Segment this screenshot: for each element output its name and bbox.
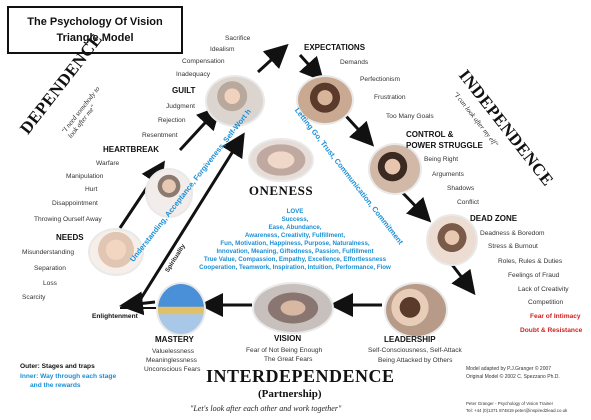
gift-line: Innovation, Meaning, Giftedness, Passion… — [216, 248, 374, 255]
interdependence-heading: INTERDEPENDENCE — [206, 366, 395, 386]
arrow-guilt-top — [256, 43, 289, 74]
needs-label: NEEDS — [56, 233, 84, 242]
needs-item: Scarcity — [22, 294, 46, 301]
dead-zone-red-item: Doubt & Resistance — [520, 327, 583, 334]
mastery-item: Unconscious Fears — [144, 366, 201, 373]
heartbreak-item: Manipulation — [66, 173, 104, 180]
control-item: Being Right — [424, 156, 459, 163]
guilt-item: Resentment — [142, 132, 178, 139]
expectations-item: Perfectionism — [360, 76, 400, 83]
dead-zone-item: Stress & Burnout — [488, 243, 538, 250]
oneness-photo — [248, 138, 314, 182]
gift-love: LOVE — [286, 208, 304, 215]
legend-inner-2: and the rewards — [30, 382, 81, 389]
guilt-item: Judgment — [166, 103, 195, 110]
mastery-item: Meaninglessness — [146, 357, 197, 364]
leadership-label: LEADERSHIP — [384, 335, 436, 344]
credit-original: Original Model © 2002 C. Spezzano Ph.D. — [466, 374, 560, 380]
gift-line: Ease, Abundance, — [268, 224, 322, 231]
trap-inadequacy: Inadequacy — [176, 71, 211, 78]
control-photo — [368, 143, 422, 195]
vision-photo — [252, 282, 334, 334]
legend-inner: Inner: Way through each stage — [20, 373, 117, 380]
arrow-expect-control — [343, 113, 375, 147]
arrow-mastery-enlight — [119, 291, 156, 316]
gift-line: Cooperation, Teamwork, Inspiration, Intu… — [199, 264, 391, 271]
needs-photo — [88, 228, 144, 276]
control-label: CONTROL & — [406, 130, 454, 139]
interdependence-quote: "Let's look after each other and work to… — [190, 404, 342, 413]
heartbreak-photo — [145, 168, 193, 218]
title-line1: The Psychology Of Vision — [27, 16, 163, 28]
leadership-photo — [384, 282, 448, 338]
arrow-heartbreak-guilt — [178, 105, 222, 152]
heartbreak-item: Warfare — [96, 160, 120, 167]
center-gifts: LOVE Success, Ease, Abundance, Awareness… — [180, 208, 410, 272]
mastery-item: Valuelessness — [152, 348, 195, 355]
trap-sacrifice: Sacrifice — [225, 35, 251, 42]
trap-idealism: Idealism — [210, 46, 235, 53]
trap-compensation: Compensation — [182, 58, 225, 65]
dead-zone-item: Deadness & Boredom — [480, 230, 545, 237]
control-item: Conflict — [457, 199, 479, 206]
leadership-item: Being Attacked by Others — [378, 357, 453, 364]
partnership-label: (Partnership) — [258, 388, 322, 400]
expectations-item: Too Many Goals — [386, 113, 434, 120]
vision-item: Fear of Not Being Enough — [246, 347, 323, 354]
enlightenment-label: Enlightenment — [92, 313, 138, 320]
vision-item: The Great Fears — [264, 356, 313, 363]
control-label: POWER STRUGGLE — [406, 141, 483, 150]
mastery-photo — [156, 282, 206, 336]
gift-line: Awareness, Creativity, Fulfillment, — [244, 232, 346, 239]
dead-zone-photo — [426, 214, 478, 266]
mastery-label: MASTERY — [155, 335, 194, 344]
footer-trainer: Peter Granger - Psychology of Vision Tra… — [466, 401, 554, 406]
guilt-item: Rejection — [158, 117, 186, 124]
heartbreak-item: Disappointment — [52, 200, 98, 207]
arrow-dead-leadership — [448, 261, 476, 296]
legend-outer: Outer: Stages and traps — [20, 363, 95, 370]
expectations-item: Demands — [340, 59, 369, 66]
dead-zone-item: Lack of Creativity — [518, 286, 569, 293]
heartbreak-item: Hurt — [85, 186, 98, 193]
footer-contact: Tel: +44 (0)1371 874819 peter@inspired2l… — [466, 408, 568, 413]
guilt-photo — [205, 75, 265, 127]
control-item: Shadows — [447, 185, 475, 192]
arrow-control-dead — [398, 188, 432, 223]
leadership-item: Self-Consciousness, Self-Attack — [368, 347, 462, 354]
heartbreak-item: Throwing Ourself Away — [34, 216, 102, 223]
dead-zone-item: Roles, Rules & Duties — [498, 258, 563, 265]
needs-item: Separation — [34, 265, 66, 272]
gift-line: Fun, Motivation, Happiness, Purpose, Nat… — [220, 240, 370, 247]
dead-zone-red-item: Fear of Intimacy — [530, 313, 581, 320]
arrow-top-expect — [298, 53, 325, 82]
expectations-label: EXPECTATIONS — [304, 43, 366, 52]
heartbreak-label: HEARTBREAK — [103, 145, 159, 154]
title-box: The Psychology Of Vision Triangle Model — [7, 6, 183, 54]
gift-line: True Value, Compassion, Empathy, Excelle… — [203, 256, 387, 263]
guilt-label: GUILT — [172, 86, 196, 95]
arrow-spirituality — [138, 132, 245, 301]
vision-label: VISION — [274, 334, 302, 343]
needs-item: Loss — [43, 280, 57, 287]
needs-item: Misunderstanding — [22, 249, 75, 256]
dead-zone-label: DEAD ZONE — [470, 214, 518, 223]
expectations-item: Frustration — [374, 94, 406, 101]
title-line2: Triangle Model — [56, 32, 134, 44]
expectations-photo — [296, 75, 354, 125]
dead-zone-item: Competition — [528, 299, 564, 306]
dead-zone-item: Feelings of Fraud — [508, 272, 560, 279]
control-item: Arguments — [432, 171, 464, 178]
gift-line: Success, — [281, 216, 309, 223]
oneness-heading: ONENESS — [248, 183, 314, 198]
credit-adapted: Model adapted by P.J.Granger © 2007 — [466, 366, 552, 372]
